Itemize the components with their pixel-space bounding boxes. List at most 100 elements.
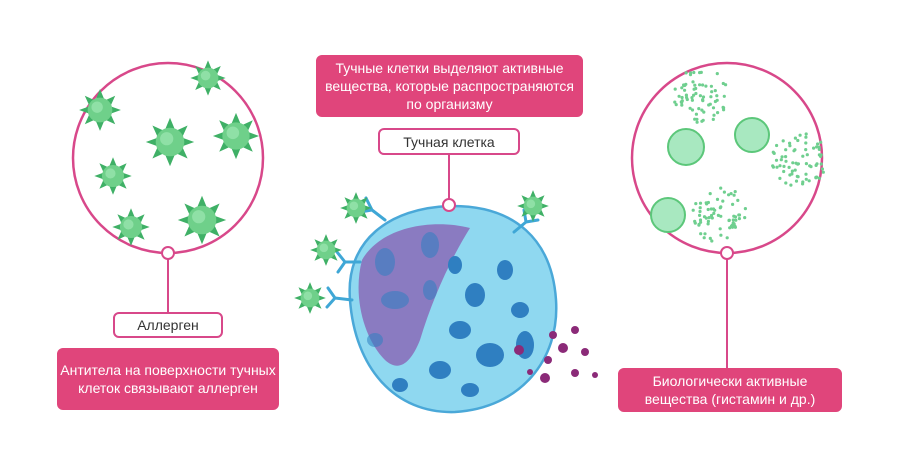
histamine-dot [781,139,785,143]
histamine-dot [794,161,798,165]
allergen-circle-group [71,60,265,312]
histamine-dot [805,153,809,157]
histamine-dot [703,232,707,236]
histamine-dot [698,201,703,205]
histamine-dot [775,143,779,148]
histamine-dot [804,132,808,136]
histamine-dot [784,159,788,163]
histamine-dot [784,181,788,185]
histamine-dot [719,186,723,190]
histamine-dot [804,177,808,181]
histamine-dot [729,192,733,196]
bioactive-connector-dot [720,246,734,260]
histamine-dot [787,165,791,169]
histamine-dot [693,83,697,87]
histamine-dot [706,219,711,223]
histamine-dot [706,222,710,226]
bound-allergen [517,190,549,222]
histamine-dot [691,208,695,212]
histamine-dot [704,216,708,220]
histamine-dot [732,214,736,218]
histamine-dot [707,216,711,220]
histamine-dot [710,239,714,243]
allergen-connector-dot [161,246,175,260]
histamine-dot [809,165,813,169]
histamine-dot [728,226,732,230]
histamine-dot [722,108,726,112]
histamine-dot [713,208,717,212]
histamine-dot [784,155,788,159]
histamine-dot [688,106,692,110]
histamine-dot [713,89,717,93]
histamine-dot [701,83,705,87]
histamine-dot [698,206,702,210]
histamine-dot [721,81,725,86]
bound-allergen [294,282,326,314]
histamine-dot [804,162,809,166]
antibodies-label: Антитела на поверхности тучных клеток св… [57,348,279,410]
histamine-granule [734,117,770,153]
histamine-dot [709,84,714,88]
bound-allergen [310,234,342,266]
histamine-dot [790,172,794,176]
mast-cell-label: Тучная клетка [378,128,520,155]
histamine-dot [698,209,702,214]
allergen-label: Аллерген [113,312,223,338]
cell-granules [367,232,534,397]
histamine-dot [680,86,684,90]
histamine-dot [680,103,684,107]
histamine-dot [771,150,775,154]
histamine-dot [674,103,678,107]
histamine-granule [667,128,705,166]
histamine-dot [715,197,720,201]
histamine-dot [698,94,703,98]
histamine-dot [780,155,784,159]
histamine-dot [711,117,715,121]
histamine-dot [716,111,720,115]
histamine-dot [707,103,711,107]
histamine-dot [737,217,742,221]
histamine-dot [819,140,823,144]
histamine-dot [680,99,684,103]
histamine-dot [719,233,723,237]
histamine-dot [801,180,805,184]
histamine-dot [694,112,699,116]
histamine-dot [778,164,782,168]
histamine-dot [737,213,741,217]
histamine-dot [698,83,702,87]
histamine-dot [804,135,808,139]
histamine-dot [788,144,792,148]
bioactive-circle-group [630,61,825,368]
histamine-dot [684,71,688,75]
histamine-dot [793,136,798,140]
histamine-dot [706,207,710,212]
histamine-dot [677,94,681,98]
histamine-dot [712,113,716,117]
histamine-dot [743,207,748,211]
histamine-dot [821,170,825,174]
released-substances [514,326,598,383]
histamine-dot [812,146,816,150]
histamine-dot [709,95,713,99]
histamine-dot [719,205,723,209]
histamine-dot [718,227,722,231]
mast-cell [294,155,598,414]
histamine-dot [702,236,706,240]
histamine-dot [774,158,779,162]
histamine-dot [692,87,696,91]
histamine-dot [694,202,698,206]
histamine-dot [699,232,703,236]
histamine-dot [712,211,716,215]
histamine-granule [650,197,686,233]
histamine-dot [734,218,738,222]
histamine-dot [771,164,775,168]
histamine-dot [782,169,786,174]
histamine-dot [715,72,719,76]
histamine-dot [695,117,699,121]
histamine-dot [719,214,723,218]
histamine-dot [782,164,786,168]
histamine-dot [815,162,819,166]
histamine-dot [684,93,689,97]
histamine-dot [702,110,706,114]
histamine-dots [673,70,825,243]
